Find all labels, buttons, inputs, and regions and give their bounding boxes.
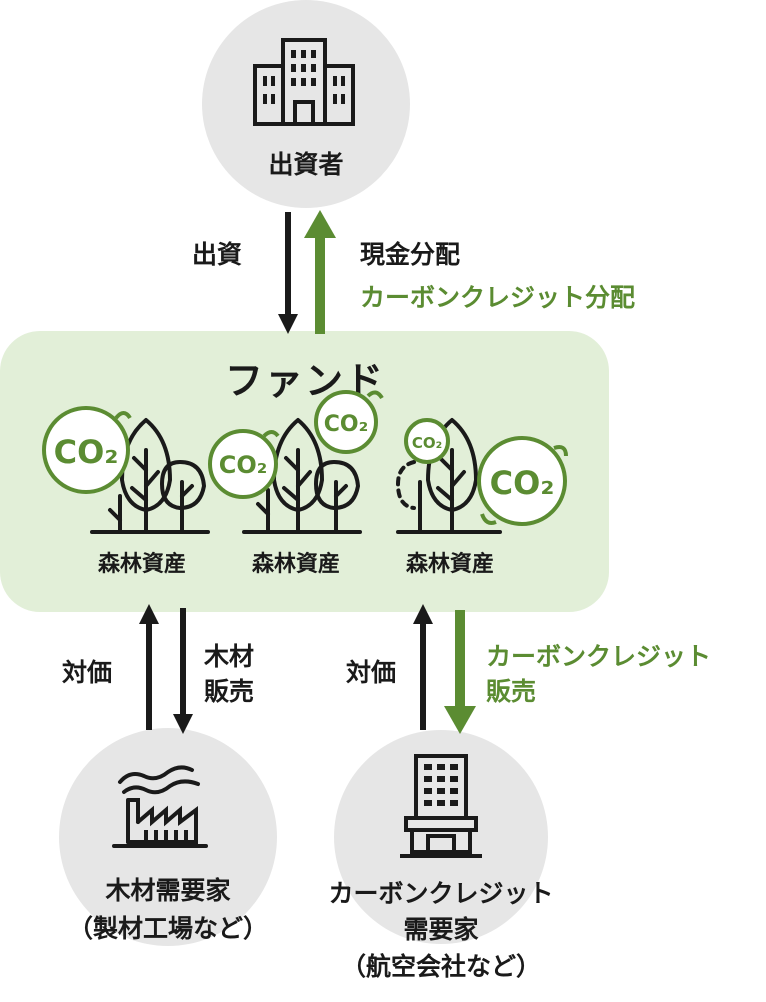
credit-sale-arrow-down bbox=[444, 610, 476, 734]
co2-label-1: CO₂ bbox=[54, 433, 119, 471]
co2-label-2: CO₂ bbox=[219, 451, 268, 479]
cash-distribution-label: 現金分配 bbox=[360, 240, 461, 269]
credit-payment-arrow-up bbox=[413, 604, 433, 730]
co2-label-3: CO₂ bbox=[324, 412, 368, 437]
co2-label-4: CO₂ bbox=[412, 434, 442, 452]
timber-buyer-example: （製材工場など） bbox=[67, 914, 268, 943]
credit-buyer-example: （航空会社など） bbox=[340, 952, 541, 981]
investment-arrow-down bbox=[278, 212, 298, 334]
credit-distribution-label: カーボンクレジット分配 bbox=[360, 283, 636, 312]
timber-payment-label: 対価 bbox=[62, 658, 113, 687]
timber-sale-label-line1: 木材 bbox=[204, 642, 255, 671]
credit-buyer-label-line1: カーボンクレジット bbox=[328, 879, 554, 908]
investor-label: 出資者 bbox=[268, 150, 344, 179]
forest-asset-label-3: 森林資産 bbox=[405, 552, 494, 577]
timber-sale-arrow-down bbox=[173, 608, 193, 734]
factory-icon bbox=[112, 765, 208, 848]
forest-asset-label-1: 森林資産 bbox=[97, 552, 186, 577]
credit-buyer-label-line2: 需要家 bbox=[403, 915, 479, 944]
co2-bubbles bbox=[42, 390, 568, 526]
corporate-building-icon bbox=[400, 754, 482, 858]
distribution-arrow-up bbox=[304, 210, 336, 334]
credit-payment-label: 対価 bbox=[346, 658, 397, 687]
co2-label-5: CO₂ bbox=[490, 464, 555, 502]
timber-sale-label-line2: 販売 bbox=[204, 677, 255, 706]
credit-sale-label-line1: カーボンクレジット bbox=[486, 642, 712, 671]
timber-payment-arrow-up bbox=[139, 604, 159, 730]
credit-sale-label-line2: 販売 bbox=[486, 677, 537, 706]
office-building-icon bbox=[253, 38, 355, 126]
timber-buyer-label: 木材需要家 bbox=[105, 876, 231, 905]
investment-label: 出資 bbox=[192, 240, 243, 269]
forest-asset-label-2: 森林資産 bbox=[251, 552, 340, 577]
